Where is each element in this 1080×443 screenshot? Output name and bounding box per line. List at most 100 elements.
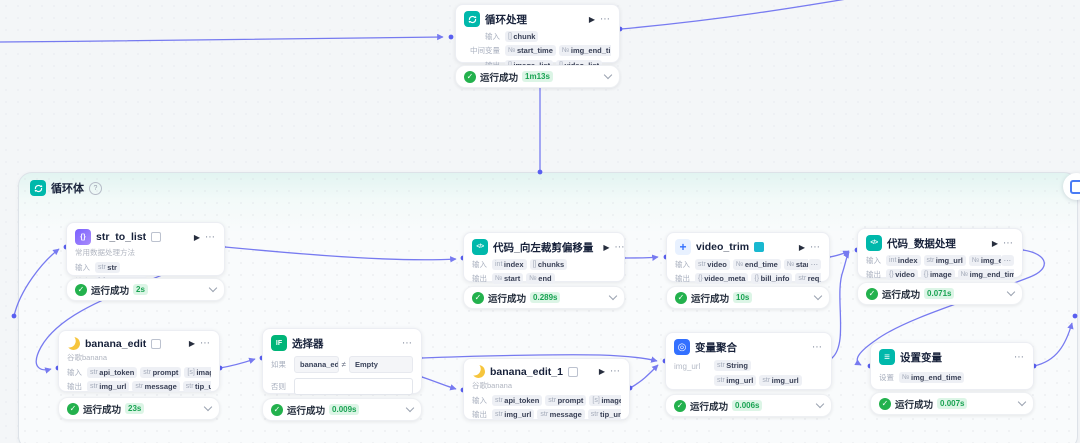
plugin-plus-icon: + — [675, 239, 691, 255]
port-dot[interactable] — [11, 313, 17, 319]
status-text: 运行成功 — [895, 399, 934, 411]
node-title: 设置变量 — [900, 351, 942, 364]
help-icon[interactable]: ? — [89, 181, 102, 195]
status-text: 运行成功 — [882, 289, 921, 301]
run-node-button[interactable]: ▶ — [588, 14, 595, 24]
node-status-bar[interactable]: ✓ 运行成功 1m13s — [455, 65, 620, 88]
more-menu-button[interactable]: ⋯ — [614, 241, 626, 253]
more-menu-button[interactable]: ⋯ — [1003, 237, 1014, 249]
row-label: 输出 — [866, 270, 881, 279]
status-time-badge: 2s — [133, 284, 148, 295]
more-menu-button[interactable]: ⋯ — [810, 241, 821, 253]
chevron-down-icon[interactable] — [815, 399, 825, 409]
success-check-icon: ✓ — [866, 287, 878, 300]
loop-collapse-button[interactable] — [1063, 173, 1080, 200]
more-menu-button[interactable]: ⋯ — [812, 341, 823, 353]
row-label: 输出 — [472, 274, 487, 283]
status-text: 运行成功 — [287, 405, 326, 417]
run-node-button[interactable]: ▶ — [991, 238, 998, 248]
run-node-button[interactable]: ▶ — [798, 242, 805, 252]
status-text: 运行成功 — [488, 293, 527, 305]
more-menu-button[interactable]: ⋯ — [205, 231, 216, 243]
more-menu-button[interactable]: ⋯ — [1014, 351, 1025, 363]
chevron-down-icon[interactable] — [603, 70, 613, 80]
success-check-icon: ✓ — [67, 402, 79, 415]
port-dot[interactable] — [448, 34, 454, 40]
more-menu-button[interactable]: ⋯ — [402, 337, 413, 349]
chevron-down-icon[interactable] — [1006, 287, 1016, 297]
row-label: 输入 — [67, 367, 82, 377]
var-tag: []chunks — [529, 258, 568, 270]
row-label: 输出 — [67, 382, 82, 391]
chevron-down-icon[interactable] — [608, 291, 618, 301]
node-title: 循环处理 — [485, 13, 527, 26]
row-label: 输出 — [675, 274, 690, 283]
run-node-button[interactable]: ▶ — [598, 367, 605, 376]
node-status-bar[interactable]: ✓ 运行成功 0.071s — [857, 282, 1023, 305]
chevron-down-icon[interactable] — [1017, 397, 1027, 407]
chevron-down-icon[interactable] — [208, 283, 218, 293]
node-subtitle: 谷歌banana — [67, 353, 108, 362]
node-title: 选择器 — [292, 337, 324, 350]
success-check-icon: ✓ — [271, 403, 283, 416]
bookmark-icon — [151, 338, 162, 349]
node-status-bar[interactable]: ✓ 运行成功 2s — [66, 278, 225, 301]
group-label: img_url — [674, 362, 701, 371]
loop-body-title: 循环体 — [51, 183, 84, 195]
bookmark-icon — [567, 366, 578, 377]
success-check-icon: ✓ — [472, 291, 484, 304]
edge-line — [0, 33, 444, 43]
plugin-icon: {} — [75, 229, 91, 245]
condition-right-value: Empty — [349, 356, 413, 373]
overflow-tags-chip[interactable]: ⋯ — [807, 258, 821, 270]
more-menu-button[interactable]: ⋯ — [600, 13, 611, 25]
node-status-bar[interactable]: ✓ 运行成功 23s — [58, 397, 220, 420]
overflow-tags-chip[interactable]: ⋯ — [1000, 254, 1014, 266]
more-menu-button[interactable]: ⋯ — [610, 366, 621, 377]
var-tag: {}video_meta — [695, 273, 749, 284]
row-label: 输入 — [75, 262, 90, 272]
run-node-button[interactable]: ▶ — [603, 242, 610, 252]
else-branch-box — [294, 378, 413, 395]
node-status-bar[interactable]: ✓ 运行成功 0.007s — [870, 392, 1034, 415]
node-status-bar[interactable]: ✓ 运行成功 0.289s — [463, 286, 625, 309]
run-node-button[interactable]: ▶ — [193, 232, 200, 242]
chevron-down-icon[interactable] — [813, 291, 823, 301]
run-node-button[interactable]: ▶ — [188, 339, 195, 348]
node-selector[interactable]: IF 选择器 ⋯ 如果 banana_edit - i… ≠ Empty 否则 — [262, 328, 422, 395]
chevron-down-icon[interactable] — [405, 403, 415, 413]
node-status-bar[interactable]: ✓ 运行成功 0.006s — [665, 394, 832, 417]
node-title: 变量聚合 — [695, 341, 737, 354]
var-tag: {}bill_info — [751, 273, 793, 284]
row-label: 中间变量 — [470, 46, 500, 55]
chevron-down-icon[interactable] — [203, 402, 213, 412]
node-status-bar[interactable]: ✓ 运行成功 0.009s — [262, 398, 422, 421]
status-text: 运行成功 — [480, 72, 519, 84]
loop-body-header[interactable]: 循环体 ? — [19, 173, 1077, 203]
node-status-bar[interactable]: ✓ 运行成功 10s — [666, 286, 830, 309]
status-time-badge: 0.007s — [937, 398, 968, 409]
more-menu-button[interactable]: ⋯ — [200, 338, 211, 349]
